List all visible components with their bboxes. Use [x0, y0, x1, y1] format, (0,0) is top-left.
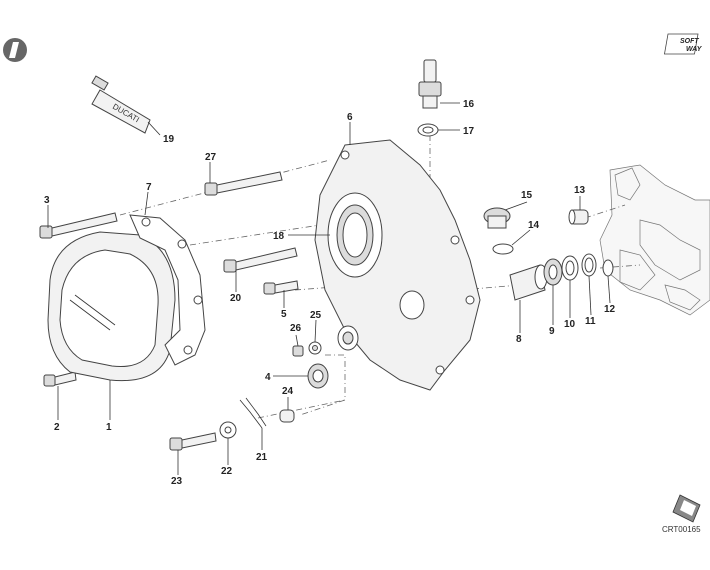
label-7: 7 [146, 182, 152, 193]
label-5: 5 [281, 309, 287, 320]
bolt-long-27 [204, 171, 283, 196]
label-27: 27 [205, 152, 217, 163]
bushing-24 [279, 409, 295, 423]
label-23: 23 [171, 476, 183, 487]
label-8: 8 [516, 334, 522, 345]
label-20: 20 [230, 293, 242, 304]
label-17: 17 [463, 126, 475, 137]
svg-text:SOFT: SOFT [680, 38, 699, 45]
plug-26 [292, 345, 304, 357]
label-24: 24 [282, 386, 294, 397]
label-26: 26 [290, 323, 302, 334]
circlip-12 [602, 259, 614, 277]
label-14: 14 [528, 220, 540, 231]
ring-11 [581, 253, 597, 277]
label-12: 12 [604, 304, 616, 315]
sleeve-8 [509, 264, 548, 301]
label-22: 22 [221, 466, 233, 477]
seal-ring [337, 325, 359, 351]
bolt-5 [263, 280, 299, 295]
label-2: 2 [54, 422, 60, 433]
washer-22 [219, 421, 237, 439]
diagram-code: CRT00165 [662, 525, 701, 534]
bearing-9 [543, 258, 563, 286]
label-19: 19 [163, 134, 175, 145]
cover-gasket [129, 214, 206, 366]
engine-side-cover [314, 139, 481, 391]
oil-seal-4 [307, 363, 329, 389]
label-25: 25 [310, 310, 322, 321]
bolt-23 [169, 432, 217, 451]
sealant-tube: DUCATI [91, 75, 151, 134]
label-10: 10 [564, 319, 576, 330]
part-labels: 1 2 3 4 5 6 7 8 9 10 11 12 13 14 15 16 1… [44, 99, 616, 487]
ring-10 [561, 255, 579, 281]
page-turn-icon[interactable] [672, 494, 701, 523]
engine-case-background [599, 164, 710, 316]
bolt-20 [223, 247, 298, 273]
label-1: 1 [106, 422, 112, 433]
label-3: 3 [44, 195, 50, 206]
info-badge-icon [3, 38, 27, 62]
label-18: 18 [273, 231, 285, 242]
bolt-long-3 [39, 212, 118, 239]
bolt-2 [43, 371, 77, 387]
label-4: 4 [265, 372, 271, 383]
temperature-sensor [418, 59, 442, 109]
leader-lines [47, 102, 611, 475]
svg-text:WAY: WAY [686, 46, 703, 53]
label-9: 9 [549, 326, 555, 337]
label-11: 11 [585, 316, 596, 327]
washer-25 [308, 341, 322, 355]
clip-21 [239, 397, 267, 429]
filler-plug [483, 207, 511, 229]
label-13: 13 [574, 185, 586, 196]
o-ring-14 [492, 243, 514, 255]
label-15: 15 [521, 190, 533, 201]
label-6: 6 [347, 112, 353, 123]
sealing-washer [417, 123, 439, 137]
bushing-13 [568, 209, 589, 225]
clutch-cover [47, 231, 176, 382]
label-21: 21 [256, 452, 268, 463]
label-16: 16 [463, 99, 475, 110]
softway-logo: SOFT WAY [664, 33, 703, 55]
